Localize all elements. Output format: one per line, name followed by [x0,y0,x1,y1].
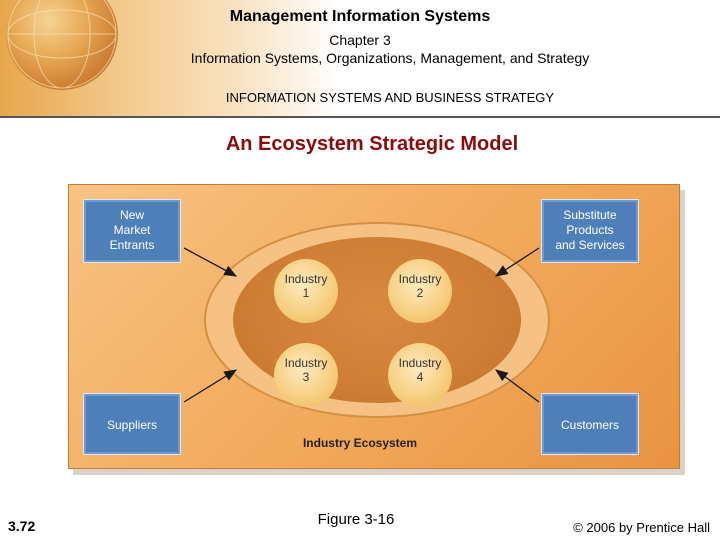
industry-1-number: 1 [302,286,310,300]
chapter-subtitle: Information Systems, Organizations, Mana… [190,50,590,66]
arrow-customers [494,369,540,403]
box-line: Suppliers [106,418,158,432]
industry-ecosystem-label: Industry Ecosystem [302,436,418,450]
globe-gridlines [7,0,117,89]
box-line: Entrants [109,238,155,252]
copyright: © 2006 by Prentice Hall [573,520,710,535]
industry-1-circle: Industry 1 [274,259,338,323]
new-market-entrants-box: New Market Entrants [83,199,181,263]
industry-3-number: 3 [302,370,310,384]
industry-3-circle: Industry 3 [274,343,338,407]
industry-2-circle: Industry 2 [388,259,452,323]
slide-title: An Ecosystem Strategic Model [225,133,519,155]
arrow-suppliers [183,369,238,403]
industry-2-label: Industry [398,272,442,286]
header-band [0,0,720,118]
industry-3-label: Industry [284,356,328,370]
arrow-entrants [183,247,238,277]
section-heading: INFORMATION SYSTEMS AND BUSINESS STRATEG… [225,90,555,105]
customers-box: Customers [541,393,639,455]
industry-4-circle: Industry 4 [388,343,452,407]
industry-4-number: 4 [416,370,424,384]
course-title: Management Information Systems [229,8,491,25]
globe-graphic [6,0,118,90]
industry-4-label: Industry [398,356,442,370]
industry-2-number: 2 [416,286,424,300]
box-line: Market [113,223,151,237]
figure-caption: Figure 3-16 [317,511,395,528]
box-line: New [119,208,144,222]
arrow-substitutes [494,247,540,277]
box-line: Products [566,223,614,237]
chapter-number: Chapter 3 [329,32,391,48]
slide-number: 3.72 [8,518,36,534]
box-line: and Services [555,238,625,252]
suppliers-box: Suppliers [83,393,181,455]
box-line: Customers [560,418,619,432]
substitute-products-box: Substitute Products and Services [541,199,639,263]
industry-1-label: Industry [284,272,328,286]
box-line: Substitute [563,208,617,222]
header-divider [0,116,720,118]
